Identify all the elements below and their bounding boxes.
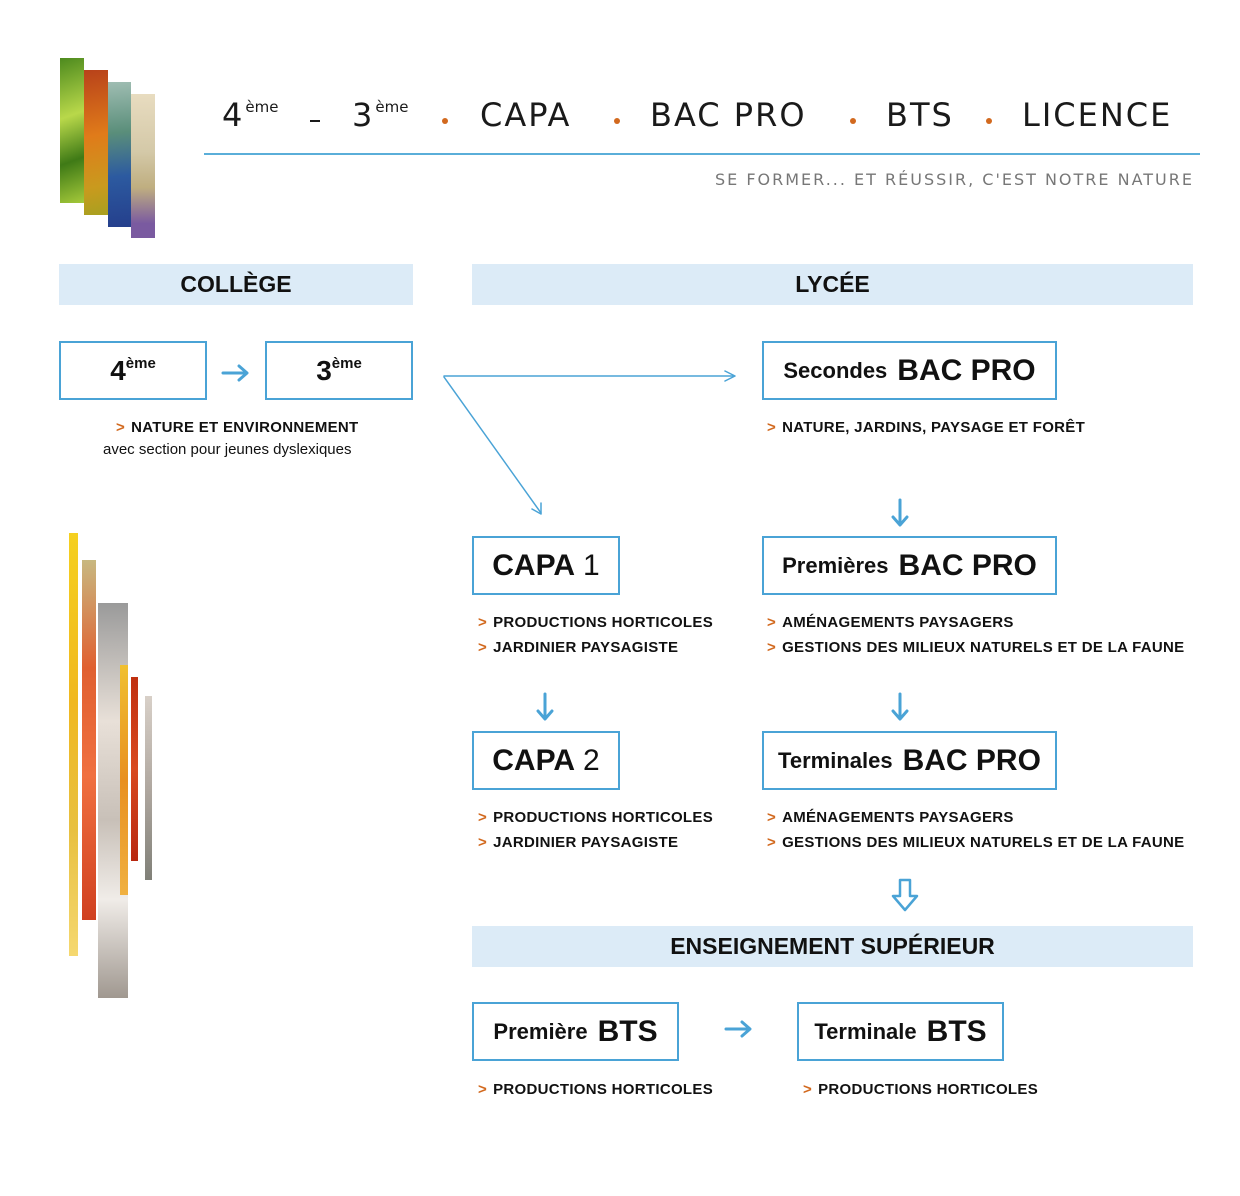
- tagline: SE FORMER... ET RÉUSSIR, C'EST NOTRE NAT…: [714, 170, 1194, 189]
- list-item: >PRODUCTIONS HORTICOLES: [803, 1081, 1039, 1098]
- program-nav: 4ème 3ème CAPA BAC PRO BTS LICENCE: [218, 96, 1198, 146]
- arrow-down-icon: [891, 498, 909, 527]
- nav-separator-dot: [850, 118, 856, 124]
- list-item: >PRODUCTIONS HORTICOLES: [478, 809, 714, 826]
- box-3eme: 3ème: [265, 341, 413, 400]
- list-item: >JARDINIER PAYSAGISTE: [478, 639, 679, 656]
- section-college: COLLÈGE: [59, 264, 413, 305]
- section-lycee: LYCÉE: [472, 264, 1193, 305]
- list-item: >PRODUCTIONS HORTICOLES: [478, 614, 714, 631]
- list-item: >AMÉNAGEMENTS PAYSAGERS: [767, 809, 1014, 826]
- nav-item-bac-pro: BAC PRO: [650, 96, 807, 134]
- nav-item-bts: BTS: [886, 96, 954, 134]
- list-item: >PRODUCTIONS HORTICOLES: [478, 1081, 714, 1098]
- college-specialty: >NATURE ET ENVIRONNEMENT: [116, 419, 359, 436]
- nav-item-licence: LICENCE: [1022, 96, 1173, 134]
- college-note: avec section pour jeunes dyslexiques: [103, 441, 352, 458]
- arrow-down-icon: [536, 692, 554, 721]
- nav-separator-dot: [442, 118, 448, 124]
- nav-separator-dot: [986, 118, 992, 124]
- list-item: >AMÉNAGEMENTS PAYSAGERS: [767, 614, 1014, 631]
- section-enseignement-superieur: ENSEIGNEMENT SUPÉRIEUR: [472, 926, 1193, 967]
- arrow-right-icon: [221, 364, 249, 382]
- list-item: >NATURE, JARDINS, PAYSAGE ET FORÊT: [767, 419, 1086, 436]
- nav-separator-dot: [614, 118, 620, 124]
- list-item: >GESTIONS DES MILIEUX NATURELS ET DE LA …: [767, 834, 1185, 851]
- nav-item-3eme: 3ème: [352, 96, 409, 134]
- header-rule: [204, 153, 1200, 155]
- nav-item-4eme: 4ème: [222, 96, 279, 134]
- arrow-right-icon: [443, 370, 736, 382]
- nav-dash: [310, 120, 320, 122]
- nav-item-capa: CAPA: [480, 96, 572, 134]
- arrow-down-icon: [891, 692, 909, 721]
- box-4eme: 4ème: [59, 341, 207, 400]
- list-item: >JARDINIER PAYSAGISTE: [478, 834, 679, 851]
- hollow-arrow-down-icon: [891, 878, 919, 912]
- arrow-right-icon: [724, 1020, 752, 1038]
- list-item: >GESTIONS DES MILIEUX NATURELS ET DE LA …: [767, 639, 1185, 656]
- arrow-diagonal-icon: [443, 376, 542, 515]
